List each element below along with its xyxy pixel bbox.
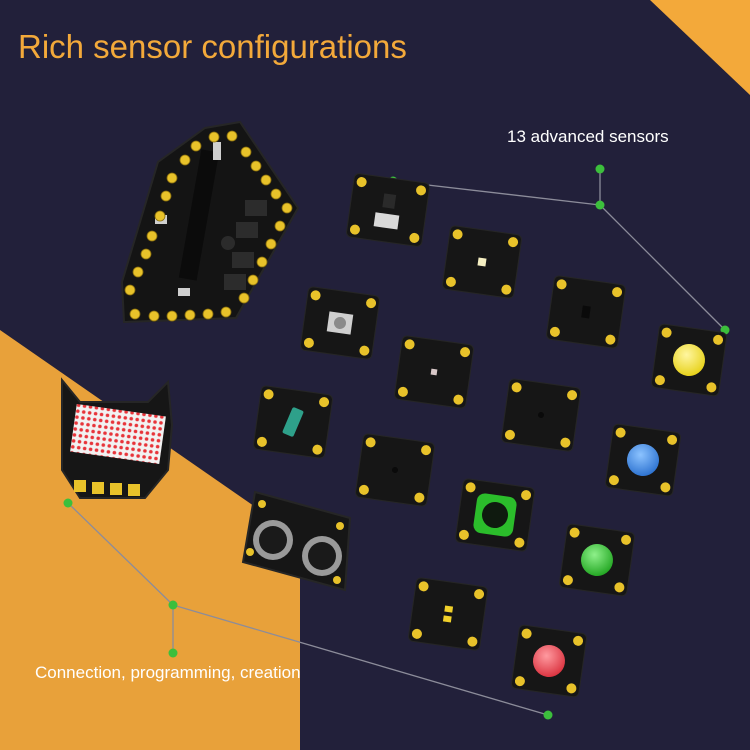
orange-corner-top-right [650,0,750,95]
usage-callout: Connection, programming, creation [35,663,301,682]
connector-lines [67,169,726,716]
sensors-callout: 13 advanced sensors [507,127,669,146]
controller-board [120,120,300,324]
led-matrix-board [61,377,174,499]
page-title: Rich sensor configurations [18,28,407,65]
sensor-modules [253,173,727,698]
ultrasonic-sensor [241,490,352,592]
